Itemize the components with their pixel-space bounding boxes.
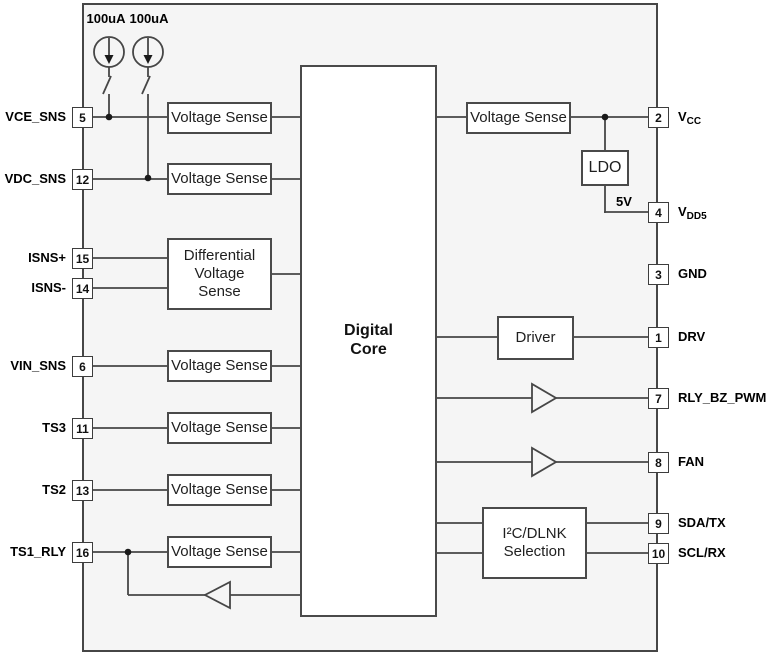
pin-box-7: 7 [648, 388, 669, 409]
pin-box-11: 11 [72, 418, 93, 439]
pin-box-10: 10 [648, 543, 669, 564]
pin-label-base: RLY_BZ_PWM [678, 390, 767, 405]
pin-label-fan: FAN [678, 452, 768, 472]
pin-box-1: 1 [648, 327, 669, 348]
pin-label-base: GND [678, 266, 707, 281]
pin-label-vin-sns: VIN_SNS [10, 358, 66, 373]
switch-2-icon [141, 75, 151, 95]
pin-box-6: 6 [72, 356, 93, 377]
block-voltage-sense-ts2: Voltage Sense [167, 474, 272, 506]
block-voltage-sense-vce: Voltage Sense [167, 102, 272, 134]
pin-label-scl-rx: SCL/RX [678, 543, 768, 563]
current-source-1-icon [93, 36, 125, 68]
pin-label-ts2: TS2 [42, 482, 66, 497]
pin-label-vcc: VCC [678, 107, 768, 127]
block-i2c-dlnk-selection: I²C/DLNK Selection [482, 507, 587, 579]
pin-box-12: 12 [72, 169, 93, 190]
pin-label-subscript: CC [686, 116, 702, 127]
pin-label-base: V [678, 204, 687, 219]
current-source-2-icon [132, 36, 164, 68]
block-voltage-sense-ts3: Voltage Sense [167, 412, 272, 444]
block-driver: Driver [497, 316, 574, 360]
buffer-ts1-feedback-icon [203, 580, 231, 610]
junction-dots [105, 113, 609, 556]
block-voltage-sense-vin: Voltage Sense [167, 350, 272, 382]
switch-1-icon [102, 75, 112, 95]
pin-label-vdc-sns: VDC_SNS [4, 171, 66, 186]
pin-label-vce-sns: VCE_SNS [5, 109, 66, 124]
wires [92, 67, 648, 596]
pin-box-4: 4 [648, 202, 669, 223]
pin-box-5: 5 [72, 107, 93, 128]
pin-box-13: 13 [72, 480, 93, 501]
pin-label-base: FAN [678, 454, 704, 469]
pin-label-base: V [678, 109, 687, 124]
pin-label-ts1-rly: TS1_RLY [10, 544, 66, 559]
buffer-fan-icon [531, 446, 558, 478]
ldo-output-label: 5V [616, 194, 632, 209]
pin-box-9: 9 [648, 513, 669, 534]
block-differential-voltage-sense: Differential Voltage Sense [167, 238, 272, 310]
block-voltage-sense-vdc: Voltage Sense [167, 163, 272, 195]
pin-label-gnd: GND [678, 264, 768, 284]
block-voltage-sense-vcc: Voltage Sense [466, 102, 571, 134]
pin-box-8: 8 [648, 452, 669, 473]
pin-box-3: 3 [648, 264, 669, 285]
pin-label-subscript: DD5 [686, 211, 707, 222]
block-digital-core: Digital Core [300, 65, 437, 617]
pin-label-isns-plus: ISNS+ [28, 250, 66, 265]
buffer-rly-icon [531, 382, 558, 414]
pin-label-sda-tx: SDA/TX [678, 513, 768, 533]
pin-label-base: SCL/RX [678, 545, 726, 560]
block-ldo: LDO [581, 150, 629, 186]
pin-label-isns-minus: ISNS- [31, 280, 66, 295]
pin-box-14: 14 [72, 278, 93, 299]
pin-label-ts3: TS3 [42, 420, 66, 435]
pin-label-rly-bz-pwm: RLY_BZ_PWM [678, 388, 768, 408]
pin-label-base: SDA/TX [678, 515, 726, 530]
current-source-2-label: 100uA [129, 11, 169, 26]
pin-label-drv: DRV [678, 327, 768, 347]
block-voltage-sense-ts1: Voltage Sense [167, 536, 272, 568]
pin-box-2: 2 [648, 107, 669, 128]
pin-label-base: DRV [678, 329, 706, 344]
pin-box-16: 16 [72, 542, 93, 563]
pin-box-15: 15 [72, 248, 93, 269]
pin-label-vdd5: VDD5 [678, 202, 768, 222]
current-source-1-label: 100uA [86, 11, 126, 26]
